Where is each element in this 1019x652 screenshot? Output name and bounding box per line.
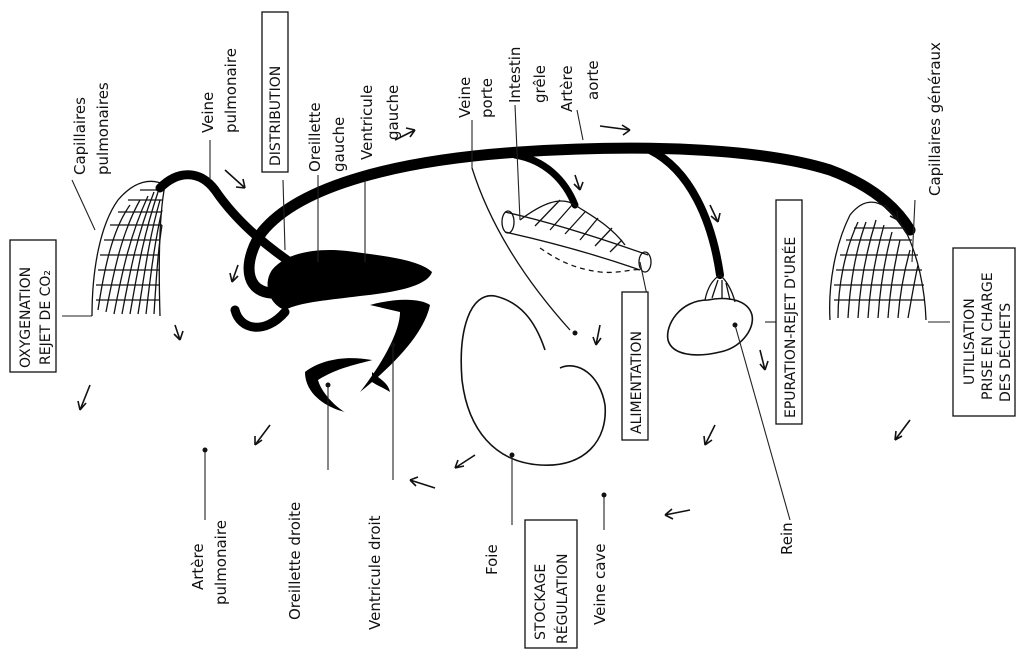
- portal-vein-line: [472, 168, 570, 330]
- label-ventricule-gauche-2: gauche: [384, 85, 402, 140]
- label-veine-pulmonaire-2: pulmonaire: [222, 48, 240, 133]
- label-ventricule-gauche-1: Ventricule: [358, 85, 376, 160]
- right-atrium-valve: [372, 372, 390, 392]
- label-oreillette-gauche-1: Oreillette: [306, 102, 324, 172]
- label-oreillette-gauche-2: gauche: [330, 117, 348, 172]
- label-veine-cave: Veine cave: [591, 543, 609, 625]
- small-intestine: [502, 200, 651, 272]
- label-utilisation-3: DES DÉCHETS: [997, 303, 1014, 402]
- label-intestin-grele-2: grêle: [531, 65, 549, 103]
- renal-artery: [650, 150, 720, 275]
- label-oxygenation-1: OXYGENATION: [18, 267, 34, 368]
- label-alimentation: ALIMENTATION: [629, 331, 645, 434]
- label-utilisation-1: UTILISATION: [962, 298, 978, 385]
- label-oxygenation-2: REJET DE CO₂: [38, 270, 54, 365]
- label-veine-pulmonaire-1: Veine: [199, 92, 217, 133]
- label-intestin-grele-1: Intestin: [506, 47, 524, 103]
- label-capillaires-generaux: Capillaires généraux: [926, 42, 944, 196]
- label-rein: Rein: [778, 522, 796, 555]
- label-ventricule-droit: Ventricule droit: [366, 515, 384, 630]
- label-distribution: DISTRIBUTION: [268, 66, 284, 166]
- label-veine-porte-2: porte: [478, 78, 496, 118]
- label-epuration: EPURATION-REJET D'URÉE: [782, 237, 799, 418]
- label-artere-pulmonaire-2: pulmonaire: [212, 520, 230, 605]
- liver: [461, 296, 605, 466]
- right-atrium: [305, 358, 372, 412]
- label-stockage-1: STOCKAGE: [533, 564, 549, 640]
- label-capillaires-pulmonaires-1: Capillaires: [71, 97, 89, 175]
- label-foie: Foie: [483, 544, 501, 575]
- label-stockage-2: RÉGULATION: [554, 554, 571, 644]
- label-capillaires-pulmonaires-2: pulmonaires: [94, 82, 112, 175]
- label-oreillette-droite: Oreillette droite: [286, 502, 304, 620]
- label-artere-pulmonaire-1: Artère: [189, 543, 207, 590]
- pulmonary-artery-vessel: [235, 310, 285, 327]
- label-artere-aorte-1: Artère: [558, 65, 576, 112]
- mesenteric-artery: [515, 155, 575, 205]
- label-artere-aorte-2: aorte: [584, 60, 602, 100]
- label-utilisation-2: PRISE EN CHARGE: [980, 272, 996, 400]
- label-veine-porte-1: Veine: [456, 77, 474, 118]
- pulmonary-capillary-network: [92, 181, 165, 316]
